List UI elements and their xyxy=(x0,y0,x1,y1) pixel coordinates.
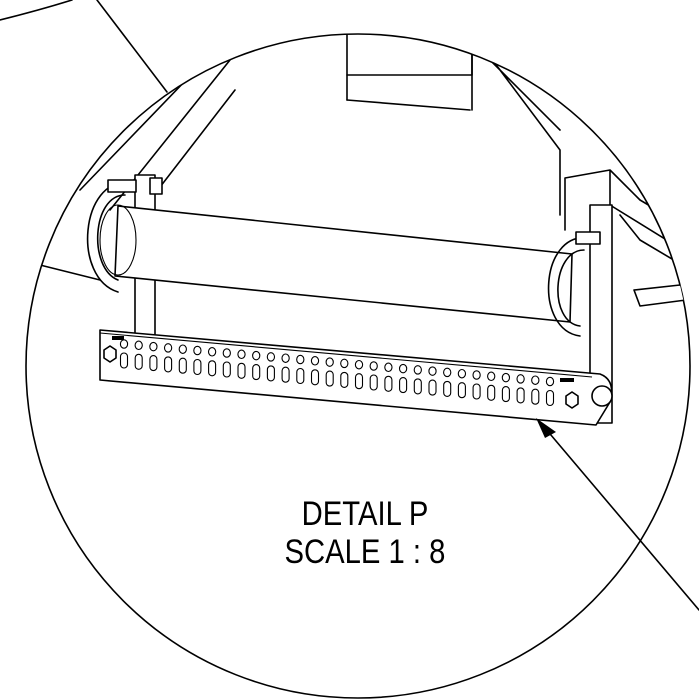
round-hole xyxy=(487,371,496,382)
pointer-arrowhead xyxy=(536,418,556,438)
oblong-slot xyxy=(501,386,510,403)
round-hole xyxy=(354,359,364,370)
right-tab xyxy=(633,284,688,307)
round-hole xyxy=(369,361,378,371)
oblong-slot xyxy=(545,389,555,407)
oblong-slot xyxy=(428,379,437,396)
round-hole xyxy=(325,357,334,367)
round-hole xyxy=(266,352,276,362)
oblong-slot xyxy=(222,361,231,378)
round-hole xyxy=(222,348,231,358)
oblong-slot xyxy=(134,353,143,370)
oblong-slot xyxy=(208,360,217,377)
round-hole xyxy=(501,372,511,383)
oblong-slot xyxy=(178,357,187,374)
round-hole xyxy=(340,358,349,369)
oblong-slot xyxy=(443,380,452,397)
round-hole xyxy=(545,376,555,387)
right-hanger-plate xyxy=(589,204,613,424)
oblong-slot xyxy=(354,373,364,390)
round-hole xyxy=(398,363,408,374)
oblong-slot xyxy=(369,374,378,391)
arrow-leader-line xyxy=(544,427,699,611)
round-hole xyxy=(472,370,481,380)
oblong-slot xyxy=(310,369,320,386)
detail-title: DETAIL P xyxy=(301,495,429,533)
oblong-slot xyxy=(413,378,422,395)
round-hole xyxy=(443,367,452,378)
detail-contents xyxy=(39,34,690,438)
round-hole xyxy=(516,374,525,384)
left-strut xyxy=(39,49,236,281)
oblong-slot xyxy=(119,352,129,369)
round-hole xyxy=(281,353,290,363)
oblong-slot xyxy=(531,388,540,405)
detail-leader-line xyxy=(96,0,168,93)
round-hole xyxy=(531,375,540,385)
right-label-mark xyxy=(560,378,574,382)
round-hole xyxy=(134,340,143,351)
round-hole xyxy=(207,347,217,357)
detail-scale: SCALE 1 : 8 xyxy=(284,533,446,571)
oblong-slot xyxy=(164,356,173,373)
right-u-bolt xyxy=(547,237,589,337)
oblong-slot xyxy=(516,387,525,404)
oblong-slot xyxy=(266,365,275,382)
oblong-slot xyxy=(237,362,246,379)
round-hole xyxy=(193,345,202,356)
round-hole xyxy=(296,354,305,365)
oblong-slot xyxy=(149,355,158,372)
upper-panel xyxy=(346,34,473,76)
round-hole xyxy=(413,365,422,375)
round-hole xyxy=(384,362,393,373)
oblong-slot xyxy=(296,367,305,385)
oblong-slot xyxy=(340,371,349,388)
detail-circle xyxy=(25,33,691,699)
right-brace xyxy=(469,34,561,216)
oblong-slot xyxy=(325,370,334,387)
parent-view-circle-arc xyxy=(0,0,73,21)
oblong-slot xyxy=(472,383,481,400)
oblong-slot xyxy=(384,375,393,392)
oblong-slot xyxy=(281,366,290,383)
round-hole xyxy=(428,366,437,376)
left-label-mark xyxy=(112,336,124,340)
oblong-slot xyxy=(399,377,408,394)
horizontal-tube xyxy=(114,205,573,323)
oblong-slot xyxy=(457,382,466,399)
right-hex-bolt xyxy=(565,391,579,409)
round-hole xyxy=(457,368,467,379)
round-hole-row xyxy=(119,339,555,387)
left-hex-bolt xyxy=(103,345,117,363)
oblong-slot xyxy=(193,358,202,376)
oblong-slot xyxy=(487,384,496,401)
round-hole xyxy=(149,341,158,352)
round-hole xyxy=(310,356,320,366)
oblong-slot xyxy=(252,364,261,381)
right-frame xyxy=(564,169,690,276)
round-hole xyxy=(252,350,261,361)
round-hole xyxy=(163,343,173,353)
round-hole xyxy=(237,349,246,360)
oblong-slot-row xyxy=(119,352,555,407)
round-hole xyxy=(178,344,187,354)
